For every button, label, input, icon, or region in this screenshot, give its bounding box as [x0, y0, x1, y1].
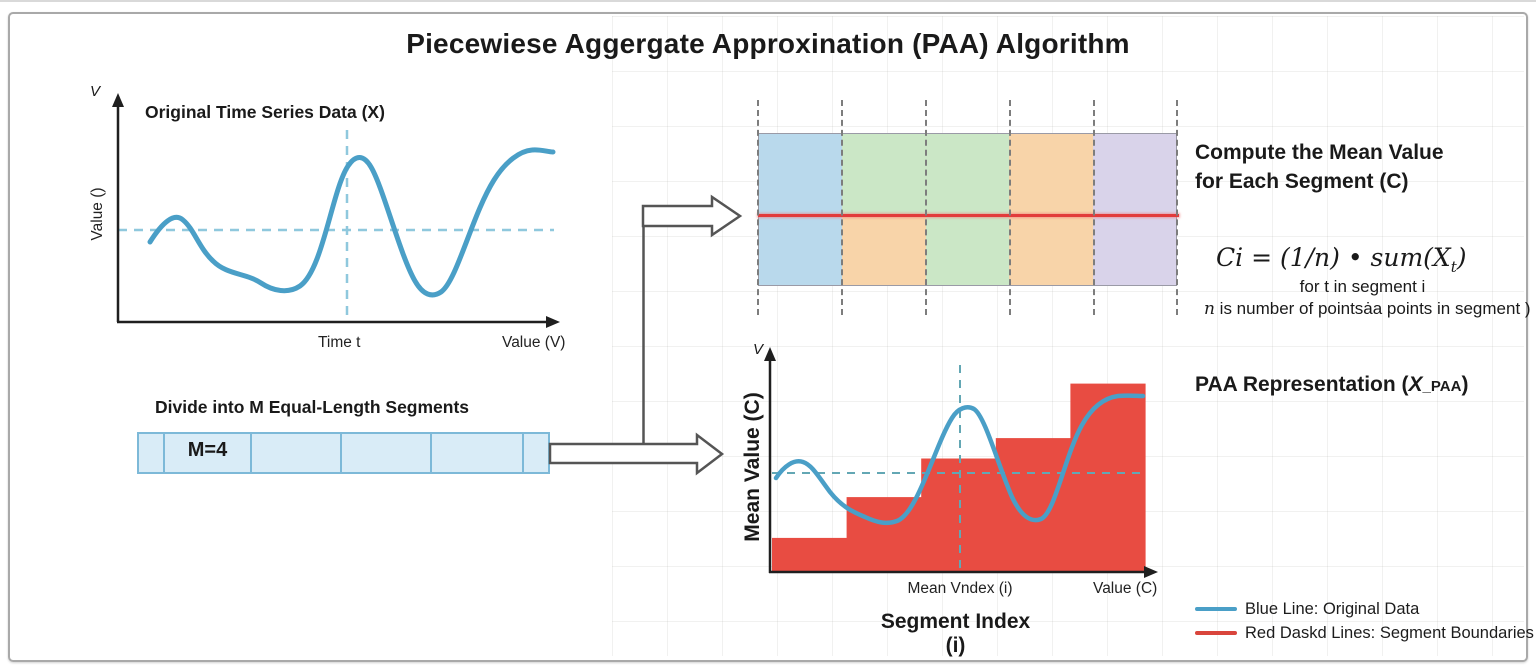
paa-heading-close: )	[1461, 373, 1469, 396]
paa-representation-chart	[764, 347, 1158, 578]
formula-note-2: n is number of pointsȧa points in segmen…	[1204, 299, 1531, 319]
mean-segment-top-half	[1092, 134, 1177, 217]
ts-y-axis-letter: V	[90, 83, 101, 100]
segment-bar-divider	[163, 434, 165, 472]
mean-formula-main: Ci = (1/n) • sum(X	[1216, 243, 1451, 272]
segment-bar-divider	[340, 434, 342, 472]
mean-segment-column	[1092, 134, 1177, 285]
paa-panel-heading: PAA Representation (X_PAA)	[1195, 373, 1468, 397]
segment-boundary-dash	[841, 100, 843, 315]
ts-x-axis-label-value: Value (V)	[502, 334, 566, 351]
paa-y-axis-label: Mean Value (C)	[741, 392, 764, 542]
paa-mean-bar	[1070, 383, 1146, 572]
paa-x-axis-title: Segment Index (i)	[880, 610, 1031, 657]
mean-segment-block	[758, 133, 1179, 286]
paa-mean-bar	[772, 537, 848, 572]
original-series-chart	[112, 93, 560, 328]
mean-step-heading-line1: Compute the Mean Value	[1195, 141, 1444, 164]
diagram-border	[8, 12, 1528, 662]
ts-curve	[147, 147, 556, 298]
mean-formula: Ci = (1/n) • sum(Xt)	[1216, 243, 1467, 276]
mean-segment-column	[1009, 134, 1093, 285]
paa-y-axis-arrowhead	[764, 347, 776, 361]
paa-x-axis-arrowhead	[1144, 566, 1158, 578]
legend-line-swatch	[1195, 631, 1237, 635]
ts-chart-title: Original Time Series Data (X)	[145, 102, 385, 122]
mean-formula-subscript: t	[1450, 258, 1457, 276]
paa-heading-prefix: PAA Representation (	[1195, 373, 1409, 396]
legend-line-swatch	[1195, 607, 1237, 611]
segment-boundary-dash	[1009, 100, 1011, 315]
segmented-series-bar: M=4	[137, 432, 550, 474]
mean-segment-top-half	[759, 134, 843, 217]
legend-label: Red Daskd Lines: Segment Boundaries	[1245, 623, 1534, 642]
ts-y-axis-label: Value ()	[89, 187, 106, 241]
paa-x-axis-label-right: Value (C)	[1093, 580, 1158, 597]
legend-item: Red Daskd Lines: Segment Boundaries	[1195, 621, 1534, 645]
mean-segment-column	[925, 134, 1010, 285]
formula-note-2-text: is number of pointsȧa points in segment …	[1214, 299, 1531, 318]
segment-boundary-dash	[1176, 100, 1178, 315]
paa-y-axis-letter: V	[753, 341, 764, 358]
mean-segment-bottom-half	[925, 217, 1010, 285]
segment-bar-divider	[522, 434, 524, 472]
paa-mean-bars	[772, 383, 1146, 572]
mean-segment-column	[842, 134, 926, 285]
mean-segment-column	[759, 134, 843, 285]
ts-x-axis-label-time: Time t	[318, 334, 361, 351]
mean-step-heading-line2: for Each Segment (C)	[1195, 170, 1409, 193]
mean-segment-top-half	[1009, 134, 1093, 217]
segment-boundary-dash	[925, 100, 927, 315]
formula-note-1: for t in segment i	[1299, 277, 1426, 296]
mean-value-line	[758, 214, 1179, 217]
segment-bar-divider	[430, 434, 432, 472]
mean-segment-bottom-half	[842, 217, 926, 285]
paa-mean-bar	[921, 458, 997, 572]
paa-overlay-curve	[773, 393, 1146, 526]
mean-segment-bottom-half	[1009, 217, 1093, 285]
segment-boundary-dash	[1093, 100, 1095, 315]
mean-segment-top-half	[925, 134, 1010, 217]
page-title: Piecewiese Aggergate Approxination (PAA)…	[406, 28, 1130, 59]
ts-x-axis-arrowhead	[546, 316, 560, 328]
formula-note-2-var: n	[1204, 299, 1215, 319]
mean-step-heading: Compute the Mean Value for Each Segment …	[1195, 138, 1444, 196]
segment-count-label: M=4	[187, 439, 228, 461]
segment-boundary-dash	[757, 100, 759, 315]
paa-heading-subscript: _PAA	[1422, 378, 1462, 395]
divide-step-title: Divide into M Equal-Length Segments	[155, 397, 470, 417]
paa-heading-var: X	[1408, 373, 1423, 396]
paa-mean-bar	[995, 438, 1071, 572]
segment-bar-divider	[250, 434, 252, 472]
top-edge-strip	[0, 0, 1536, 2]
ts-y-axis-arrowhead	[112, 93, 124, 107]
mean-segment-top-half	[842, 134, 926, 217]
mean-formula-close: )	[1456, 243, 1467, 272]
legend-item: Blue Line: Original Data	[1195, 597, 1534, 621]
legend-label: Blue Line: Original Data	[1245, 599, 1420, 618]
mean-segment-bottom-half	[759, 217, 843, 285]
mean-segment-bottom-half	[1092, 217, 1177, 285]
paa-x-axis-label-center: Mean Vndex (i)	[907, 580, 1013, 597]
